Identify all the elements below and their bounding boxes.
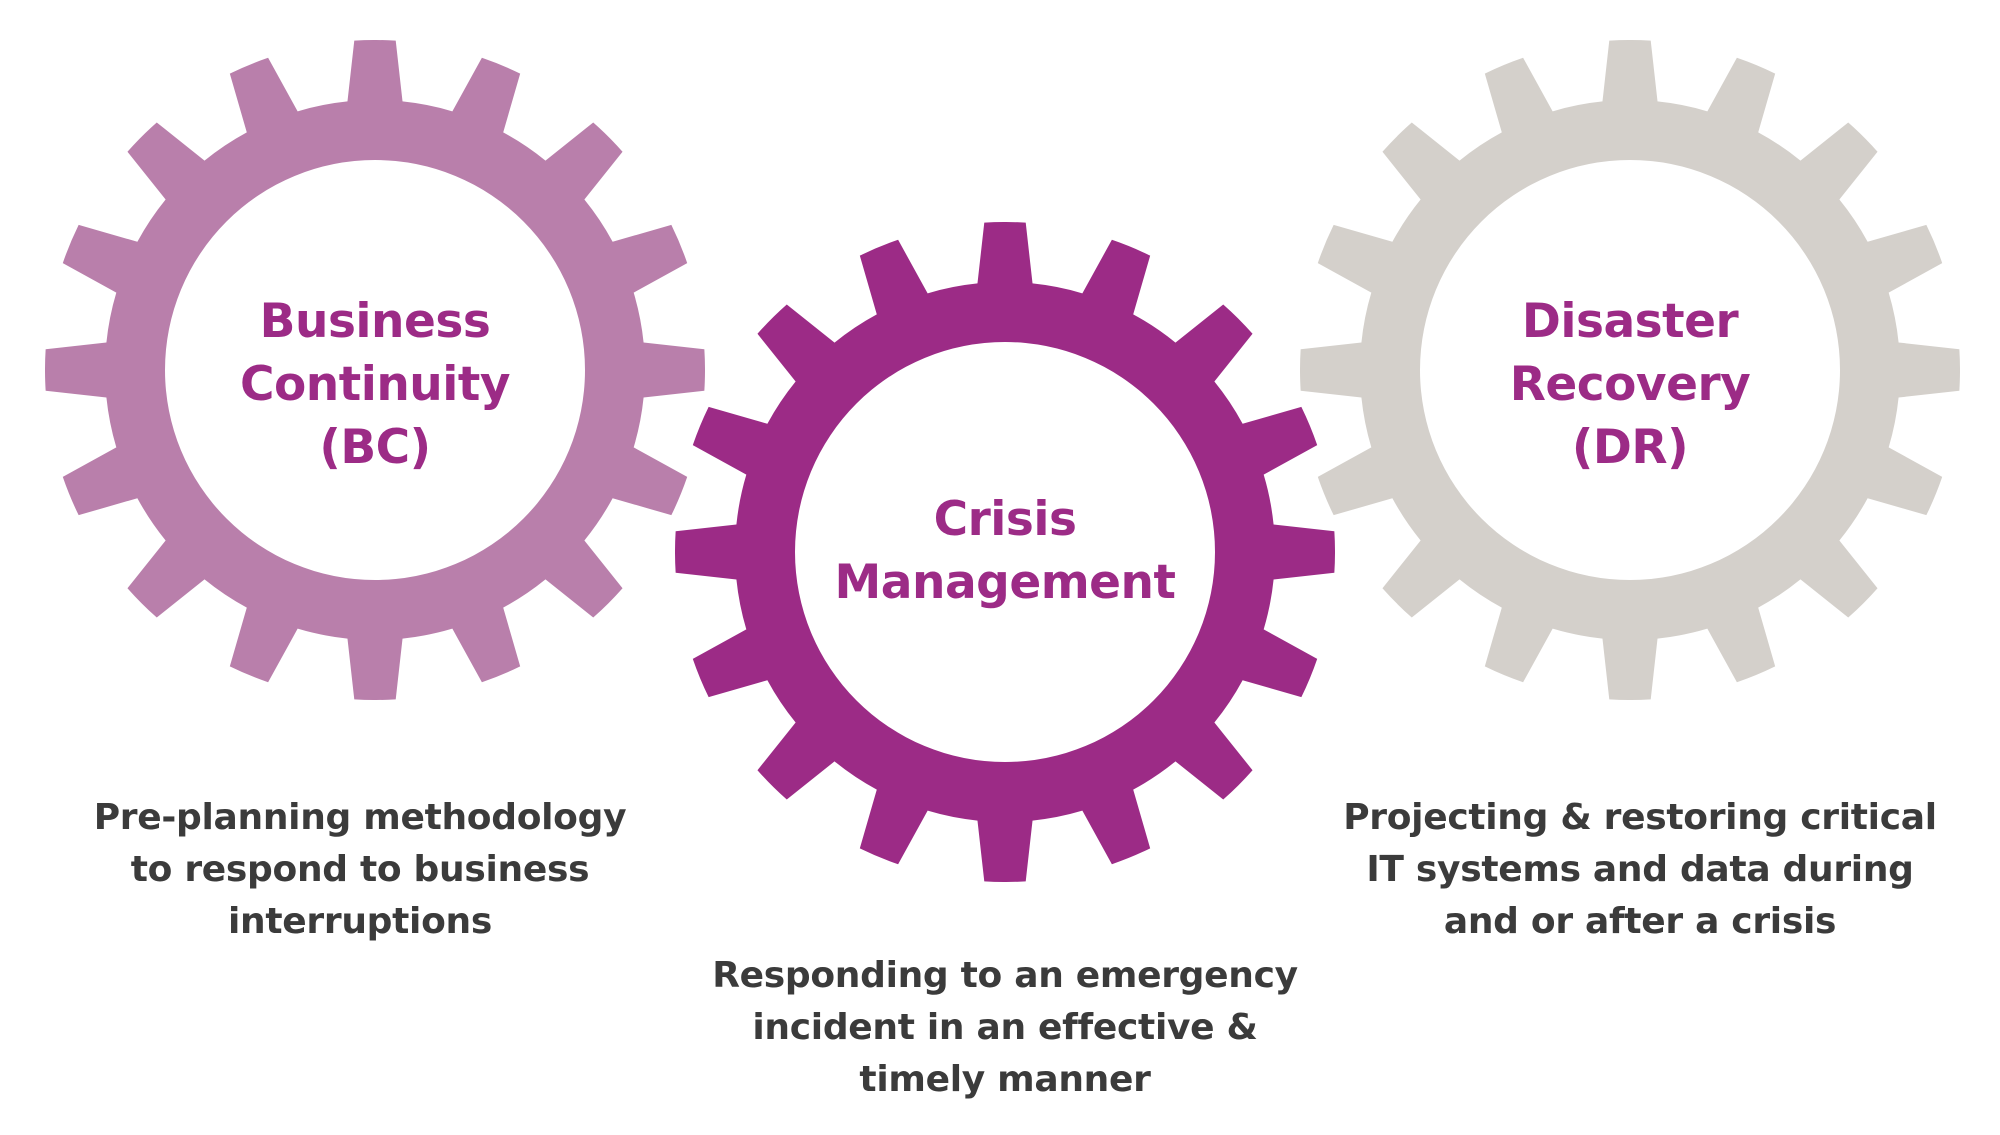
- disaster-recovery-description-line: IT systems and data during: [1366, 849, 1914, 890]
- business-continuity-label-line: Business: [259, 294, 491, 349]
- disaster-recovery-description: Projecting & restoring critical IT syste…: [1290, 792, 1990, 948]
- disaster-recovery-label: Disaster Recovery (DR): [1430, 290, 1830, 479]
- business-continuity-description-line: Pre-planning methodology: [93, 797, 627, 838]
- business-continuity-label-line: (BC): [319, 420, 431, 475]
- crisis-management-label-line: Management: [834, 555, 1176, 610]
- disaster-recovery-label-line: (DR): [1571, 420, 1689, 475]
- business-continuity-label: Business Continuity (BC): [175, 290, 575, 479]
- crisis-management-description: Responding to an emergency incident in a…: [655, 950, 1355, 1106]
- crisis-management-label: Crisis Management: [805, 488, 1205, 614]
- crisis-management-description-line: incident in an effective &: [752, 1007, 1258, 1048]
- crisis-management-description-line: Responding to an emergency: [712, 955, 1298, 996]
- business-continuity-label-line: Continuity: [240, 357, 510, 412]
- disaster-recovery-description-line: Projecting & restoring critical: [1343, 797, 1937, 838]
- business-continuity-description-line: interruptions: [228, 901, 492, 942]
- disaster-recovery-label-line: Disaster: [1521, 294, 1739, 349]
- business-continuity-description: Pre-planning methodology to respond to b…: [40, 792, 680, 948]
- crisis-management-description-line: timely manner: [859, 1059, 1151, 1100]
- business-continuity-description-line: to respond to business: [130, 849, 590, 890]
- crisis-management-label-line: Crisis: [933, 492, 1077, 547]
- disaster-recovery-description-line: and or after a crisis: [1443, 901, 1837, 942]
- crisis-management-gear: [675, 222, 1335, 882]
- business-continuity-gear: [45, 40, 705, 700]
- disaster-recovery-label-line: Recovery: [1509, 357, 1751, 412]
- disaster-recovery-gear: [1300, 40, 1960, 700]
